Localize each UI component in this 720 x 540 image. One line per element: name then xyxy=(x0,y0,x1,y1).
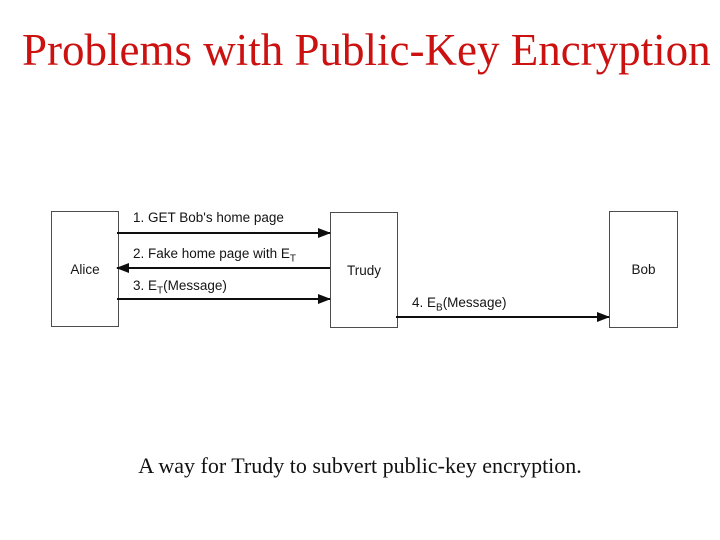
arrow-4-trudy-to-bob xyxy=(396,312,610,322)
arrow-3-label-suffix: (Message) xyxy=(163,278,227,293)
arrow-4-label-text: 4. E xyxy=(412,295,437,310)
arrowhead-right-icon xyxy=(597,312,610,322)
arrow-4-label-sub: B xyxy=(436,302,443,314)
arrowhead-right-icon xyxy=(318,228,331,238)
arrow-3-label-sub: T xyxy=(157,285,164,297)
arrow-2-label-text: 2. Fake home page with E xyxy=(133,246,290,261)
arrow-1-label-text: 1. GET Bob's home page xyxy=(133,210,284,225)
arrow-line xyxy=(396,316,609,318)
slide-caption: A way for Trudy to subvert public-key en… xyxy=(138,453,582,478)
arrow-2-trudy-to-alice xyxy=(116,263,330,273)
actor-box-bob: Bob xyxy=(609,211,678,328)
arrow-3-alice-to-trudy xyxy=(117,294,331,304)
arrowhead-left-icon xyxy=(116,263,129,273)
actor-label-trudy: Trudy xyxy=(346,262,381,278)
arrow-4-label: 4. EB(Message) xyxy=(412,295,507,313)
actor-label-alice: Alice xyxy=(70,261,100,277)
arrow-2-label: 2. Fake home page with ET xyxy=(133,246,296,264)
arrowhead-right-icon xyxy=(318,294,331,304)
slide-title: Problems with Public-Key Encryption xyxy=(22,25,711,75)
actor-box-alice: Alice xyxy=(51,211,119,327)
actor-box-trudy: Trudy xyxy=(330,212,398,328)
arrow-line xyxy=(117,298,330,300)
actor-label-bob: Bob xyxy=(631,262,656,277)
arrow-line xyxy=(117,232,330,234)
arrow-1-label: 1. GET Bob's home page xyxy=(133,210,284,225)
arrow-line xyxy=(117,267,330,269)
arrow-2-label-sub: T xyxy=(289,253,296,265)
arrow-4-label-suffix: (Message) xyxy=(442,295,507,310)
arrow-3-label: 3. ET(Message) xyxy=(133,278,227,296)
arrow-3-label-text: 3. E xyxy=(133,278,158,293)
arrow-1-alice-to-trudy xyxy=(117,228,331,238)
